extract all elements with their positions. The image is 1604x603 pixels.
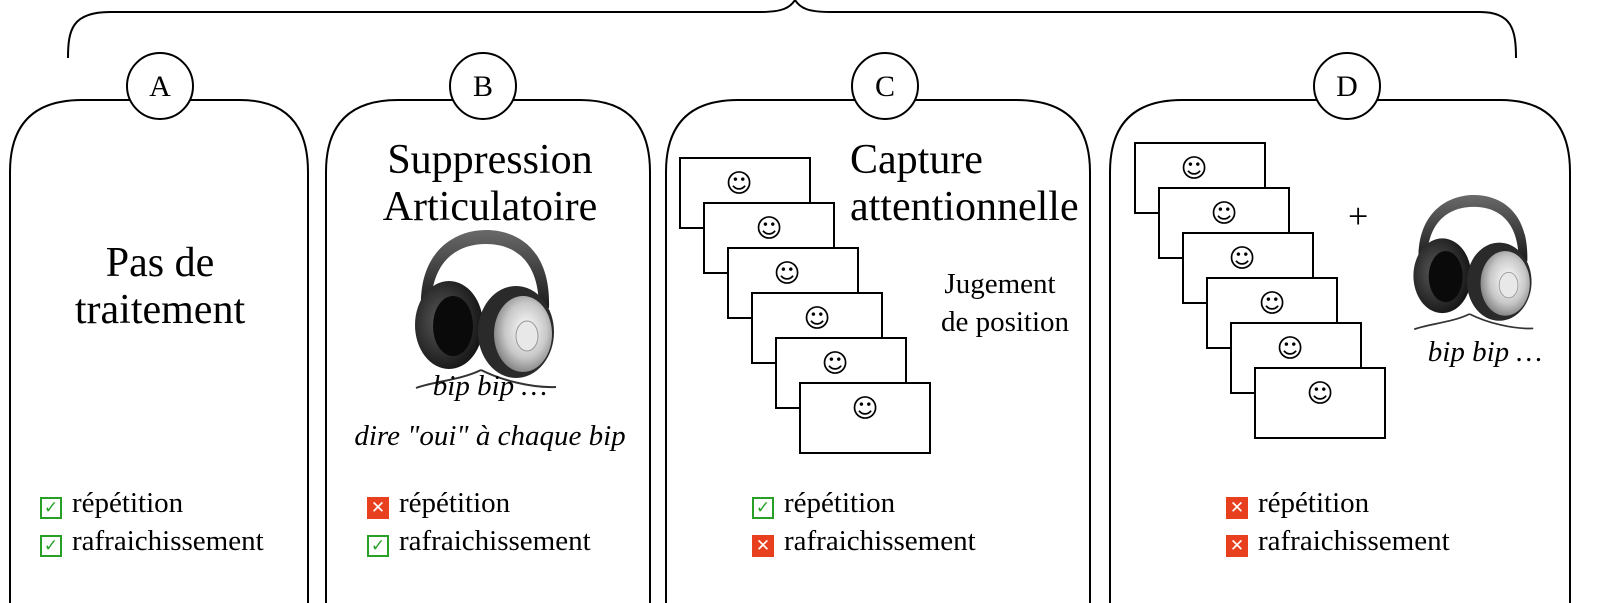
screen-stack-c: ☺☺☺☺☺☺	[679, 157, 931, 454]
check-ok-icon: ✓	[752, 497, 774, 519]
panel-c-check-2: ✕rafraichissement	[752, 522, 976, 560]
panel-a-check-1: ✓répétition	[40, 484, 183, 522]
panel-d-plus: +	[1348, 196, 1369, 236]
stack-c-screen	[799, 382, 931, 454]
cross-icon: ✕	[1226, 497, 1248, 519]
cross-icon: ✕	[1226, 535, 1248, 557]
panel-d-check-2: ✕rafraichissement	[1226, 522, 1450, 560]
panel-d-check-1: ✕répétition	[1226, 484, 1369, 522]
check-ok-icon: ✓	[367, 535, 389, 557]
panel-c-check-1: ✓répétition	[752, 484, 895, 522]
panel-c-title-line2: attentionnelle	[850, 184, 1079, 230]
smiley-icon: ☺	[803, 304, 830, 334]
panel-b-caption: bip bip …	[432, 370, 548, 402]
smiley-icon: ☺	[1228, 244, 1255, 274]
panel-a-letter: A	[149, 70, 171, 103]
smiley-icon: ☺	[851, 394, 878, 424]
panel-c-side-line1: Jugement	[944, 268, 1056, 300]
panel-b-title-line1: Suppression	[387, 137, 593, 183]
letter-circle-b	[449, 52, 517, 120]
letter-circle-a	[126, 52, 194, 120]
panel-c-title-line1: Capture	[850, 137, 983, 183]
smiley-icon: ☺	[1276, 334, 1303, 364]
smiley-icon: ☺	[1306, 379, 1333, 409]
smiley-icon: ☺	[1258, 289, 1285, 319]
panel-a-title-line1: Pas de	[105, 240, 215, 286]
panel-d-letter: D	[1336, 70, 1358, 103]
smiley-icon: ☺	[821, 349, 848, 379]
check-ok-icon: ✓	[40, 497, 62, 519]
panel-d-caption: bip bip …	[1427, 336, 1543, 368]
cross-icon: ✕	[752, 535, 774, 557]
panel-a-check-2: ✓rafraichissement	[40, 522, 264, 560]
panel-b-check-2: ✓rafraichissement	[367, 522, 591, 560]
panel-b-instruction: dire "oui" à chaque bip	[354, 420, 626, 452]
panel-c-side-line2: de position	[940, 306, 1070, 338]
check-ok-icon: ✓	[40, 535, 62, 557]
screen-stack-d: ☺☺☺☺☺☺	[1134, 142, 1386, 439]
cross-icon: ✕	[367, 497, 389, 519]
top-brace	[67, 0, 1517, 59]
letter-circle-d	[1313, 52, 1381, 120]
panel-c-letter: C	[874, 70, 895, 103]
stack-d-screen	[1254, 367, 1386, 439]
smiley-icon: ☺	[1210, 199, 1237, 229]
panel-b-letter: B	[472, 70, 493, 103]
headphones-d	[1412, 194, 1535, 331]
smiley-icon: ☺	[1180, 154, 1207, 184]
panel-b-title-line2: Articulatoire	[382, 184, 598, 230]
letter-circle-c	[851, 52, 919, 120]
smiley-icon: ☺	[725, 169, 752, 199]
headphones-b	[414, 229, 557, 389]
smiley-icon: ☺	[773, 259, 800, 289]
panel-b-check-1: ✕répétition	[367, 484, 510, 522]
panel-a-title-line2: traitement	[74, 287, 246, 333]
smiley-icon: ☺	[755, 214, 782, 244]
